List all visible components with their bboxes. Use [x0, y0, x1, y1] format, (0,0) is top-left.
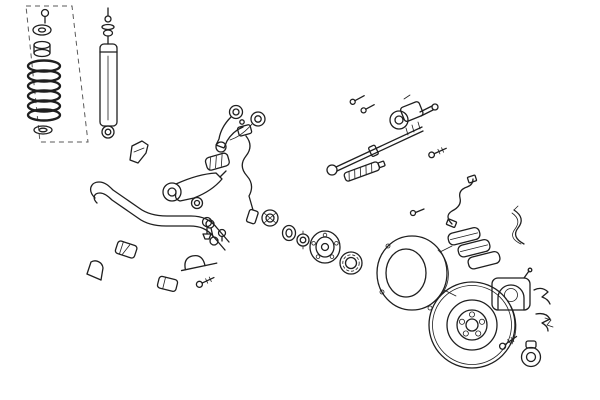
shock-absorber [99, 7, 118, 139]
ball-joint [201, 216, 227, 242]
hub-nut [281, 224, 310, 250]
wheel-bearing [339, 251, 363, 275]
brake-disc [428, 281, 517, 369]
rubber-buffer [520, 340, 542, 368]
mounting-bolts [409, 208, 425, 217]
wheel-bolt [498, 335, 518, 350]
brake-splash-shield [376, 235, 457, 311]
upper-control-arm [215, 104, 266, 153]
mounting-bracket [129, 140, 149, 164]
wear-indicator-clip [511, 205, 525, 245]
stabilizer-link [205, 219, 219, 246]
pad-retaining-clips [533, 287, 554, 332]
wheel-hub [309, 230, 341, 264]
stabilizer-bar [89, 181, 230, 251]
tie-rod-assembly [326, 121, 424, 176]
lower-control-arm [162, 170, 227, 210]
control-arm-bushing [204, 152, 230, 171]
abs-sensor-cable [236, 119, 259, 225]
brake-caliper [491, 267, 533, 311]
seal-ring [261, 209, 279, 227]
coil-spring [26, 59, 62, 122]
brake-hose [445, 174, 478, 229]
steering-linkage [349, 94, 447, 159]
stabilizer-bushings-and-clamps [86, 240, 218, 293]
strut-mount-kit [25, 5, 89, 143]
steering-rack-section [343, 160, 386, 182]
brake-pad-set [447, 226, 501, 270]
